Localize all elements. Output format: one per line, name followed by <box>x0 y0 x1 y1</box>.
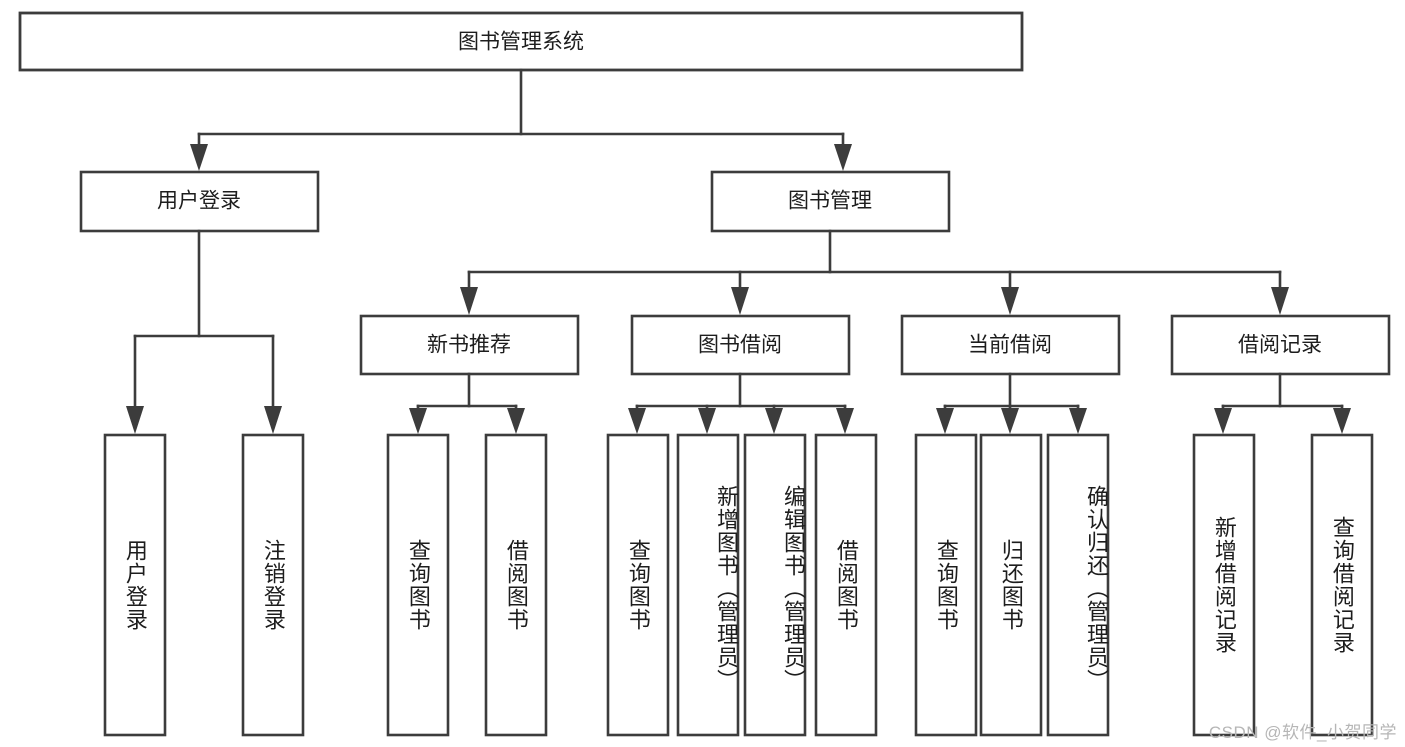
connector-borrow-record-to-leaves <box>1214 372 1351 434</box>
connector-root-to-level1 <box>190 68 852 171</box>
node-user-login-box <box>79 170 320 233</box>
arrow-head-leaf <box>1001 408 1019 434</box>
node-root-system-box <box>18 11 1024 72</box>
leaf-box-logout[interactable] <box>241 433 305 737</box>
node-book-manage[interactable]: 图书管理 <box>710 170 951 233</box>
arrow-head-leaf <box>409 408 427 434</box>
leaf-box-edit-book[interactable] <box>743 433 807 737</box>
node-root-system-label: 图书管理系统 <box>458 31 584 54</box>
arrow-head-current-borrow <box>1001 287 1019 315</box>
arrow-head-leaf <box>1214 408 1232 434</box>
arrow-head-leaf <box>1333 408 1351 434</box>
arrow-head-leaf <box>628 408 646 434</box>
arrow-head-leaf <box>507 408 525 434</box>
leaf-box-return-book[interactable] <box>979 433 1043 737</box>
arrow-head-leaf <box>1069 408 1087 434</box>
leaf-box-confirm-return[interactable] <box>1046 433 1110 737</box>
arrow-head-new-book <box>460 287 478 315</box>
node-current-borrow-box <box>900 314 1121 376</box>
node-book-borrow[interactable]: 图书借阅 <box>630 314 851 376</box>
arrow-head-leaf <box>698 408 716 434</box>
arrow-head-borrow-book <box>731 287 749 315</box>
leaf-box-borrow-book-1[interactable] <box>484 433 548 737</box>
leaf-box-query-record[interactable] <box>1310 433 1374 737</box>
arrow-head-leaf <box>936 408 954 434</box>
node-current-borrow[interactable]: 当前借阅 <box>900 314 1121 376</box>
leaf-box-query-book-3[interactable] <box>914 433 978 737</box>
node-new-book-recommend[interactable]: 新书推荐 <box>359 314 580 376</box>
node-book-manage-label: 图书管理 <box>788 190 872 213</box>
connector-current-borrow-to-leaves <box>936 372 1087 434</box>
node-new-book-recommend-box <box>359 314 580 376</box>
node-user-login[interactable]: 用户登录 <box>79 170 320 233</box>
node-current-borrow-label: 当前借阅 <box>968 334 1052 357</box>
connector-book-borrow-to-leaves <box>628 372 854 434</box>
node-user-login-label: 用户登录 <box>157 190 241 213</box>
node-root-system[interactable]: 图书管理系统 <box>18 11 1024 72</box>
connector-user-login-to-leaves <box>126 229 282 434</box>
leaf-box-add-book[interactable] <box>676 433 740 737</box>
node-borrow-record-label: 借阅记录 <box>1238 334 1322 357</box>
arrow-head-leaf <box>836 408 854 434</box>
leaf-box-user-login[interactable] <box>103 433 167 737</box>
node-new-book-recommend-label: 新书推荐 <box>427 334 511 357</box>
csdn-watermark: CSDN @软件_小贺同学 <box>1208 723 1397 742</box>
arrow-head-leaf <box>264 406 282 434</box>
arrow-head-borrow-record <box>1271 287 1289 315</box>
leaf-box-add-record[interactable] <box>1192 433 1256 737</box>
leaf-box-borrow-book-2[interactable] <box>814 433 878 737</box>
leaf-box-query-book-1[interactable] <box>386 433 450 737</box>
node-book-borrow-label: 图书借阅 <box>698 334 782 357</box>
connector-book-manage-to-level2 <box>460 229 1289 315</box>
leaf-box-query-book-2[interactable] <box>606 433 670 737</box>
arrow-head-book-manage <box>834 144 852 171</box>
arrow-head-user-login <box>190 144 208 171</box>
connector-new-book-to-leaves <box>409 372 525 434</box>
arrow-head-leaf <box>765 408 783 434</box>
node-borrow-record[interactable]: 借阅记录 <box>1170 314 1391 376</box>
arrow-head-leaf <box>126 406 144 434</box>
